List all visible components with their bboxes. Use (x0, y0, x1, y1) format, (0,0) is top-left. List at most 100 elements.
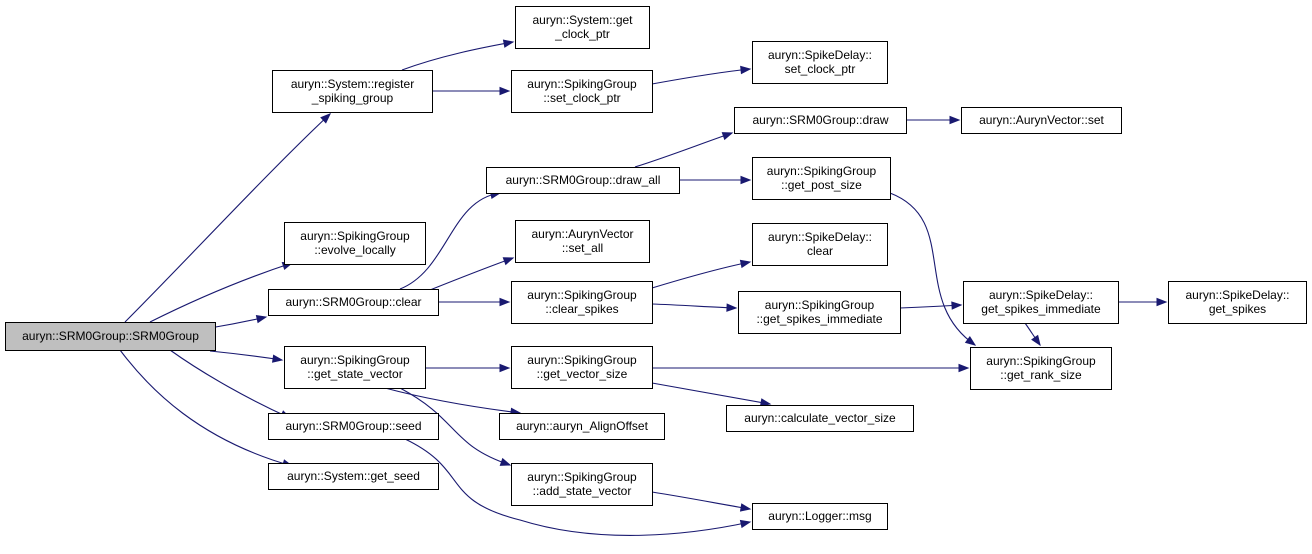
function-node-box (515, 220, 650, 263)
function-node-box (1168, 281, 1307, 324)
function-nodes: auryn::SRM0Group::SRM0Groupauryn::System… (5, 6, 1307, 530)
call-edge-sd_get_spikes_imm-to-get_rank_size (1024, 322, 1041, 347)
function-node-srm-draw[interactable]: auryn::SRM0Group::draw (734, 107, 907, 134)
function-node-box (268, 289, 439, 316)
call-edges (119, 39, 1168, 536)
function-node-srm-seed[interactable]: auryn::SRM0Group::seed (268, 413, 439, 440)
arrowhead-icon (726, 303, 738, 312)
call-edge-clear_spikes-to-sd_clear (651, 259, 752, 289)
call-edge-root-to-get_state_vector (209, 350, 284, 363)
function-node-box (268, 463, 439, 490)
call-edge-line (651, 68, 751, 85)
function-node-clear-spikes[interactable]: auryn::SpikingGroup::clear_spikes (511, 281, 653, 324)
function-node-sd-get-spikes-imm[interactable]: auryn::SpikeDelay::get_spikes_immediate (963, 281, 1119, 324)
call-edge-line (169, 349, 291, 419)
call-edge-get_state_vector-to-get_vector_size (425, 363, 511, 373)
call-edge-line (124, 113, 331, 323)
call-edge-register-to-sg_set_clock_ptr (432, 86, 511, 96)
function-node-label: _spiking_group (311, 91, 394, 105)
function-node-add-state-vector[interactable]: auryn::SpikingGroup::add_state_vector (511, 463, 653, 506)
function-node-box (511, 463, 653, 506)
function-node-align-offset[interactable]: auryn::auryn_AlignOffset (499, 413, 665, 440)
call-edge-clear_spikes-to-sg_get_spikes_imm (651, 303, 738, 312)
function-node-label: auryn::auryn_AlignOffset (516, 419, 649, 433)
arrowhead-icon (271, 354, 284, 363)
call-edge-sg_set_clock_ptr-to-sd_set_clock_ptr (651, 65, 752, 85)
function-node-get-rank-size[interactable]: auryn::SpikingGroup::get_rank_size (970, 347, 1112, 390)
function-node-box (486, 167, 680, 194)
arrowhead-icon (499, 457, 512, 466)
function-node-label: auryn::System::get (532, 13, 633, 27)
function-node-label: auryn::SpikingGroup (527, 353, 637, 367)
arrowhead-icon (320, 113, 332, 124)
call-edge-srm_draw-to-av_set (906, 115, 961, 125)
function-node-srm-draw-all[interactable]: auryn::SRM0Group::draw_all (486, 167, 680, 194)
function-node-label: auryn::AurynVector (531, 227, 633, 241)
function-node-box (511, 70, 653, 113)
function-node-evolve-locally[interactable]: auryn::SpikingGroup::evolve_locally (284, 222, 426, 265)
call-edge-line (209, 350, 283, 361)
function-node-label: auryn::SpikingGroup (527, 470, 637, 484)
arrowhead-icon (502, 257, 515, 266)
function-node-srm-clear[interactable]: auryn::SRM0Group::clear (268, 289, 439, 316)
function-node-box (961, 107, 1122, 134)
arrowhead-icon (951, 301, 963, 310)
function-node-box (511, 281, 653, 324)
function-node-get-vector-size[interactable]: auryn::SpikingGroup::get_vector_size (511, 346, 653, 389)
function-node-get-state-vector[interactable]: auryn::SpikingGroup::get_state_vector (284, 346, 426, 389)
function-node-label: auryn::calculate_vector_size (744, 411, 896, 425)
function-node-av-set-all[interactable]: auryn::AurynVector::set_all (515, 220, 650, 263)
function-node-box (752, 157, 891, 200)
function-node-calc-vector-size[interactable]: auryn::calculate_vector_size (726, 405, 914, 432)
arrowhead-icon (958, 363, 970, 373)
function-node-label: ::evolve_locally (314, 243, 395, 257)
arrowhead-icon (721, 132, 734, 141)
function-node-get-seed[interactable]: auryn::System::get_seed (268, 463, 439, 490)
call-edge-sg_get_spikes_imm-to-sd_get_spikes_imm (899, 301, 963, 310)
function-node-get-post-size[interactable]: auryn::SpikingGroup::get_post_size (752, 157, 891, 200)
function-node-sg-set-clock-ptr[interactable]: auryn::SpikingGroup::set_clock_ptr (511, 70, 653, 113)
call-edge-line (399, 387, 511, 466)
call-edge-srm_draw_all-to-get_post_size (679, 175, 752, 185)
function-node-label: auryn::SpikingGroup (527, 77, 637, 91)
arrowhead-icon (759, 398, 772, 407)
function-node-label: auryn::SpikeDelay:: (1185, 288, 1289, 302)
function-node-av-set[interactable]: auryn::AurynVector::set (961, 107, 1122, 134)
function-node-box (284, 346, 426, 389)
call-edge-add_state_vector-to-logger_msg (651, 491, 752, 512)
call-edge-root-to-get_seed (119, 349, 294, 468)
function-node-get-clock-ptr[interactable]: auryn::System::get_clock_ptr (515, 6, 650, 49)
function-node-label: ::get_post_size (781, 178, 862, 192)
function-node-label: auryn::SpikingGroup (986, 354, 1096, 368)
call-edge-line (634, 132, 733, 168)
arrowhead-icon (255, 314, 268, 324)
function-node-sg-get-spikes-imm[interactable]: auryn::SpikingGroup::get_spikes_immediat… (738, 291, 901, 334)
function-node-sd-set-clock-ptr[interactable]: auryn::SpikeDelay::set_clock_ptr (752, 41, 888, 84)
function-node-register[interactable]: auryn::System::register_spiking_group (272, 70, 433, 113)
function-node-sd-clear[interactable]: auryn::SpikeDelay::clear (752, 223, 888, 266)
function-node-label: auryn::System::register (291, 77, 414, 91)
function-node-label: auryn::SpikingGroup (765, 298, 875, 312)
function-node-label: ::get_vector_size (537, 367, 628, 381)
function-node-box (268, 413, 439, 440)
call-edge-line (889, 192, 976, 346)
function-node-label: auryn::Logger::msg (768, 509, 871, 523)
function-node-sd-get-spikes[interactable]: auryn::SpikeDelay::get_spikes (1168, 281, 1307, 324)
function-node-root[interactable]: auryn::SRM0Group::SRM0Group (5, 322, 216, 351)
function-node-label: ::set_all (562, 241, 603, 255)
function-node-label: auryn::SpikeDelay:: (768, 230, 872, 244)
arrowhead-icon (499, 86, 511, 96)
function-node-label: auryn::SRM0Group::SRM0Group (22, 329, 199, 343)
function-node-label: auryn::System::get_seed (287, 469, 420, 483)
function-node-box (752, 503, 888, 530)
arrowhead-icon (739, 259, 752, 269)
function-node-box (963, 281, 1119, 324)
call-edge-line (651, 491, 751, 510)
arrowhead-icon (499, 363, 511, 373)
function-node-box (499, 413, 665, 440)
call-edge-root-to-srm_seed (169, 349, 292, 419)
function-node-logger-msg[interactable]: auryn::Logger::msg (752, 503, 888, 530)
call-edge-root-to-srm_clear (209, 314, 268, 329)
call-edge-srm_seed-to-logger_msg (404, 438, 752, 536)
function-node-label: auryn::AurynVector::set (979, 113, 1104, 127)
